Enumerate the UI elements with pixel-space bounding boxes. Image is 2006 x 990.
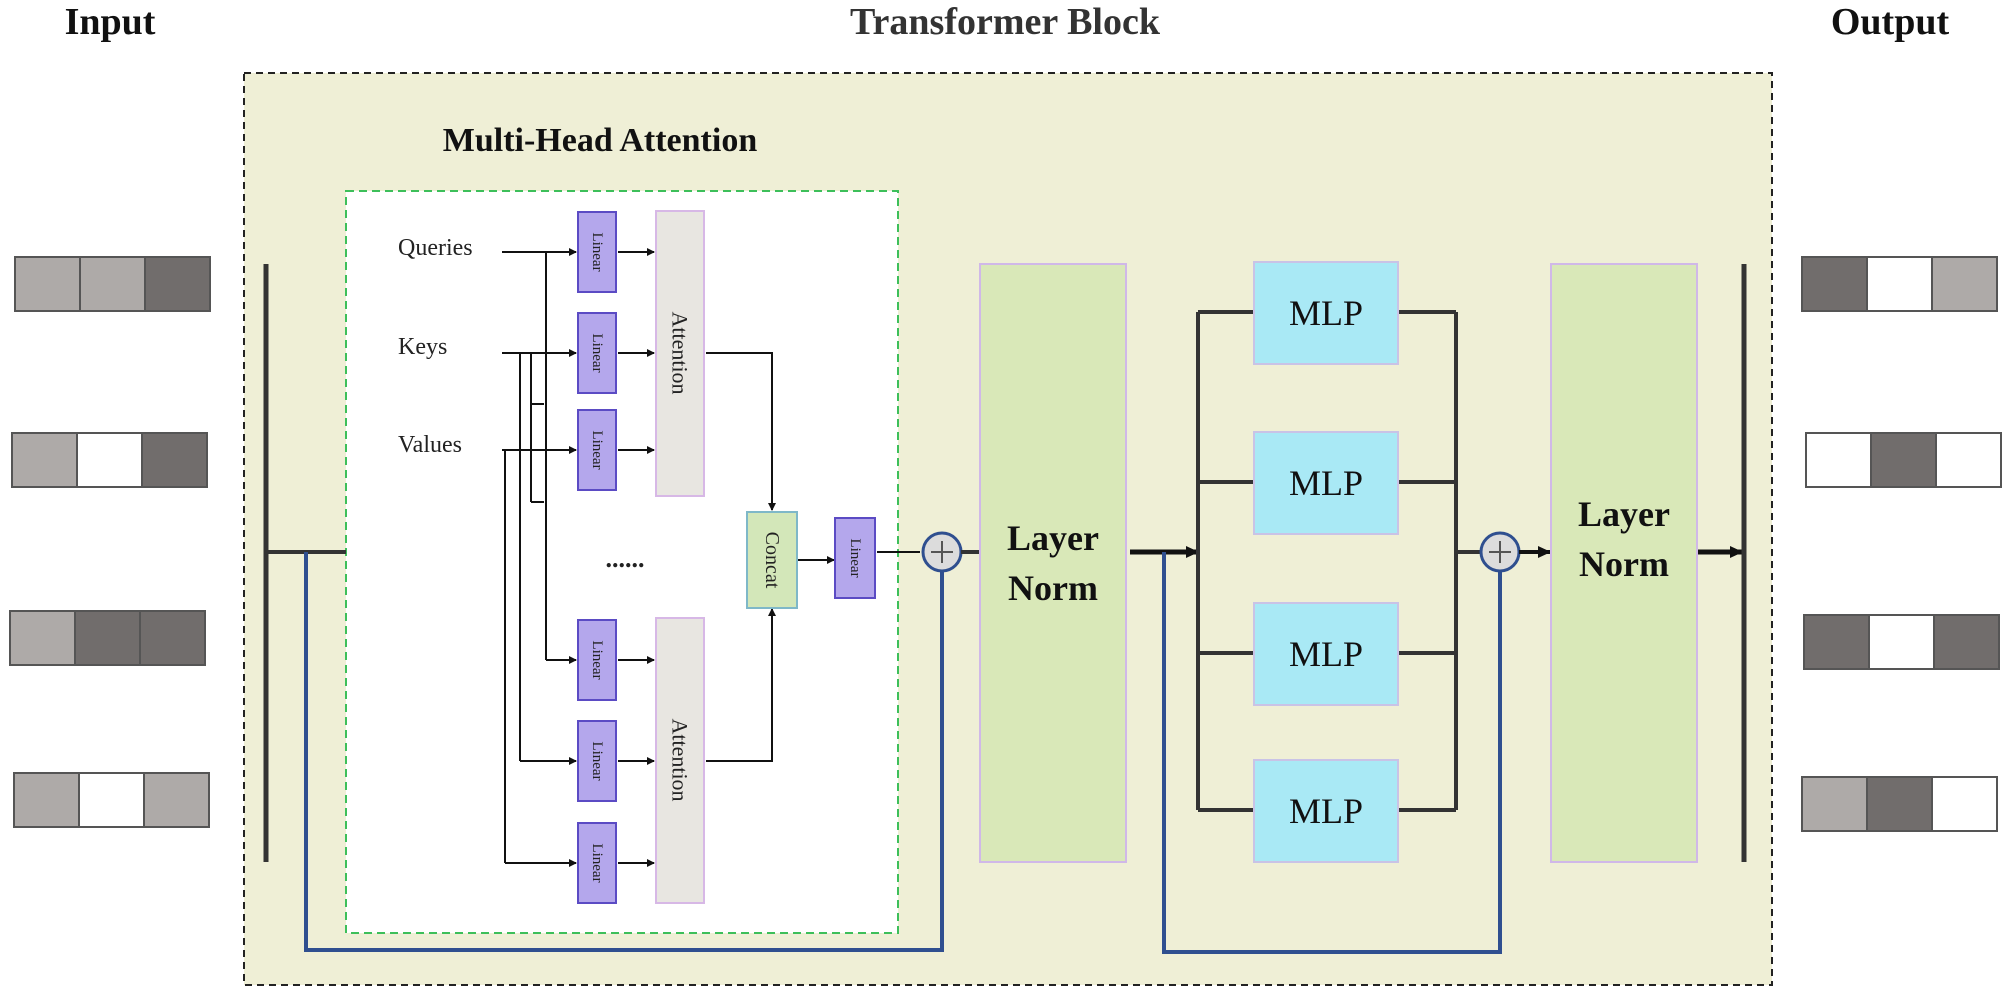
multi-head-attention-panel [345,190,899,934]
mlp-box-4-label: MLP [1289,791,1363,831]
output-linear-box [834,517,876,599]
output-heading: Output [1831,1,1950,43]
linear-box-5-label: Linear [589,741,605,780]
layer-norm-2 [1550,263,1698,863]
input-token-4-cell-2 [78,772,145,828]
linear-box-1-label: Linear [589,232,605,271]
linear-box-5 [577,720,617,802]
attention-box-top-label: Attention [668,311,693,394]
linear-box-4 [577,619,617,701]
linear-box-2 [577,312,617,394]
input-token-2-cell-3 [141,432,208,488]
add-node-1-plus [931,541,953,563]
input-token-3-cell-3 [139,610,206,666]
linear-box-1 [577,211,617,293]
output-token-2-cell-1 [1805,432,1872,488]
layer-norm-1-line2: Norm [1008,568,1098,608]
linear-box-6-label: Linear [589,843,605,882]
mlp-box-2-label: MLP [1289,463,1363,503]
input-token-1-cell-3 [144,256,211,312]
input-token-3-cell-2 [74,610,141,666]
multi-head-attention-title: Multi-Head Attention [443,122,758,159]
mlp-box-2 [1253,431,1399,535]
output-tokens [1801,256,2002,832]
input-token-1-cell-2 [79,256,146,312]
keys-label: Keys [398,334,447,360]
transformer-block-heading: Transformer Block [850,1,1161,43]
output-token-2-cell-3 [1935,432,2002,488]
mlp-box-1-label: MLP [1289,293,1363,333]
output-token-1-cell-3 [1931,256,1998,312]
mlp-boxes: MLP MLP MLP MLP [1253,261,1399,863]
attention-box-top [655,210,705,497]
heads-ellipsis: ...... [606,544,645,573]
output-token-2-cell-2 [1870,432,1937,488]
attention-box-bottom-label: Attention [668,718,693,801]
mlp-connections [1198,310,1456,812]
mha-arrows [502,248,835,867]
queries-label: Queries [398,235,473,261]
input-token-4-cell-3 [143,772,210,828]
output-token-3-cell-2 [1868,614,1935,670]
input-token-3-cell-1 [9,610,76,666]
output-token-3-cell-1 [1803,614,1870,670]
input-tokens [9,256,211,828]
output-token-4-cell-1 [1801,776,1868,832]
input-token-4-cell-1 [13,772,80,828]
mlp-box-3-label: MLP [1289,634,1363,674]
input-token-2-cell-1 [11,432,78,488]
concat-box [746,511,798,609]
linear-box-3-label: Linear [589,430,605,469]
mlp-box-4 [1253,759,1399,863]
attention-box-bottom [655,617,705,904]
output-linear-label: Linear [847,538,863,577]
values-label: Values [398,432,462,458]
input-token-2-cell-2 [76,432,143,488]
mlp-box-3 [1253,602,1399,706]
concat-label: Concat [761,532,783,589]
linear-box-6 [577,822,617,904]
layer-norm-2-line2: Norm [1579,544,1669,584]
output-token-3-cell-3 [1933,614,2000,670]
linear-box-4-label: Linear [589,640,605,679]
mlp-box-1 [1253,261,1399,365]
input-token-1-cell-1 [14,256,81,312]
output-token-1-cell-2 [1866,256,1933,312]
layer-norm-1 [979,263,1127,863]
residual-connection-2 [1162,552,1502,954]
output-token-4-cell-2 [1866,776,1933,832]
input-heading: Input [65,1,156,43]
mlp-bus-lines [1196,312,1458,810]
add-node-2-plus [1489,541,1511,563]
layer-norm-2-line1: Layer [1578,494,1670,534]
linear-box-3 [577,409,617,491]
linear-box-2-label: Linear [589,333,605,372]
output-token-4-cell-3 [1931,776,1998,832]
residual-connection-1 [304,552,944,952]
output-token-1-cell-1 [1801,256,1868,312]
layer-norm-1-line1: Layer [1007,518,1099,558]
